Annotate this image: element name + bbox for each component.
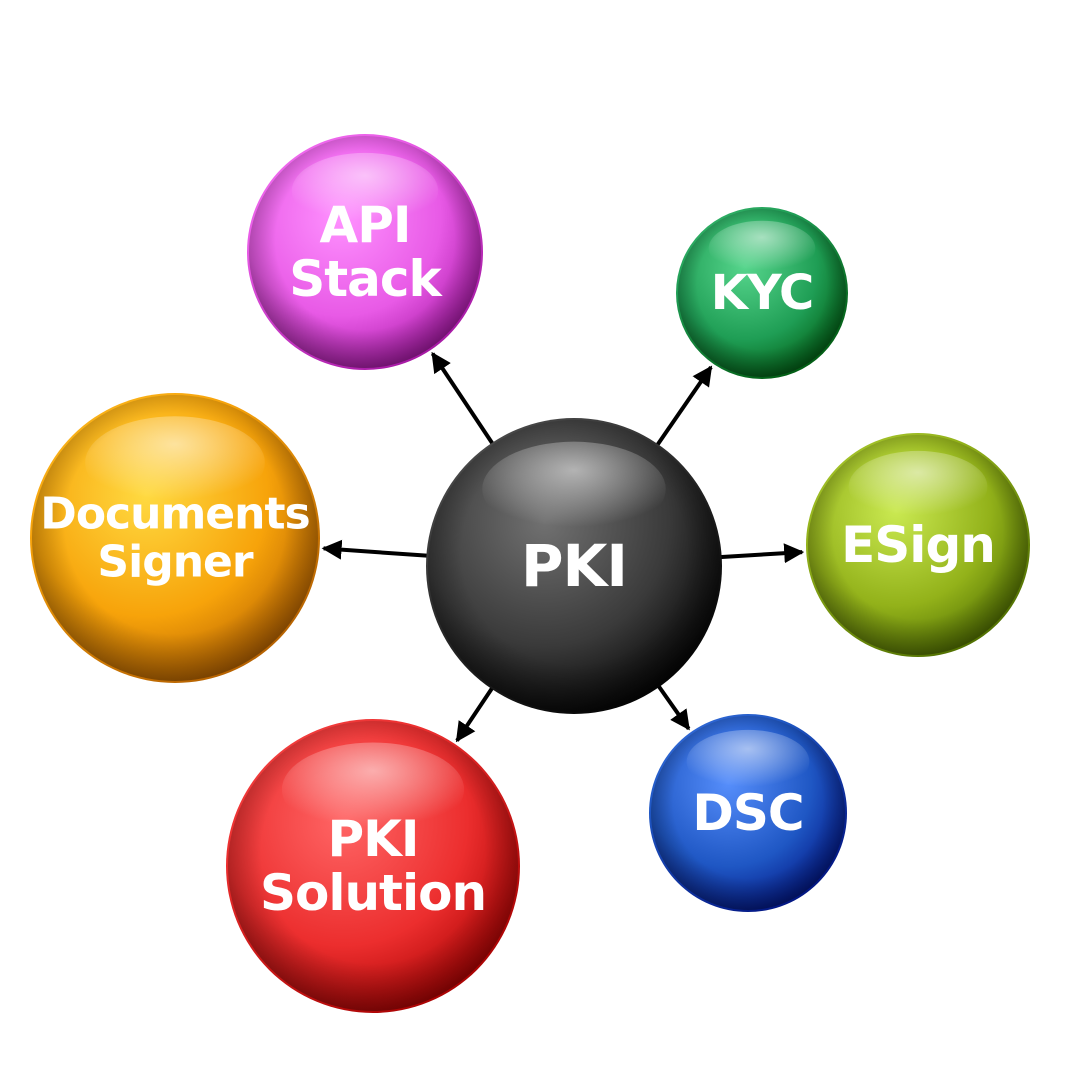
node-api-stack-label-line-0: API: [320, 196, 411, 254]
node-api-stack-highlight: [291, 152, 439, 229]
node-kyc: KYC: [676, 207, 848, 379]
arrow-pki-to-kyc: [655, 365, 713, 447]
node-pki-solution-label-line-1: Solution: [260, 864, 486, 922]
edges-layer: [321, 351, 805, 743]
node-pki-highlight: [482, 441, 666, 537]
node-dsc-label-line-0: DSC: [692, 784, 803, 842]
node-esign-highlight: [848, 450, 988, 523]
node-pki-solution-label-line-0: PKI: [328, 810, 419, 868]
node-pki-label-line-0: PKI: [521, 532, 627, 600]
node-pki-solution-highlight: [281, 742, 465, 837]
node-dsc: DSC: [649, 714, 847, 912]
node-dsc-highlight: [686, 729, 810, 794]
node-api-stack-label-line-1: Stack: [289, 250, 443, 308]
arrow-pki-to-api-stack: [430, 351, 495, 446]
arrow-pki-to-pki-solution: [455, 686, 495, 743]
node-kyc-highlight: [708, 220, 816, 276]
arrow-pki-to-esign: [719, 543, 805, 564]
node-pki: PKI: [426, 418, 722, 714]
node-documents-signer-highlight: [85, 416, 265, 509]
arrow-pki-to-documents-signer: [321, 539, 429, 560]
node-esign: ESign: [806, 433, 1030, 657]
node-documents-signer-label-line-1: Signer: [97, 536, 253, 587]
arrow-pki-to-dsc: [656, 684, 691, 731]
node-documents-signer-label-line-0: Documents: [40, 489, 309, 540]
node-kyc-label-line-0: KYC: [711, 265, 813, 321]
node-esign-label-line-0: ESign: [841, 516, 995, 574]
